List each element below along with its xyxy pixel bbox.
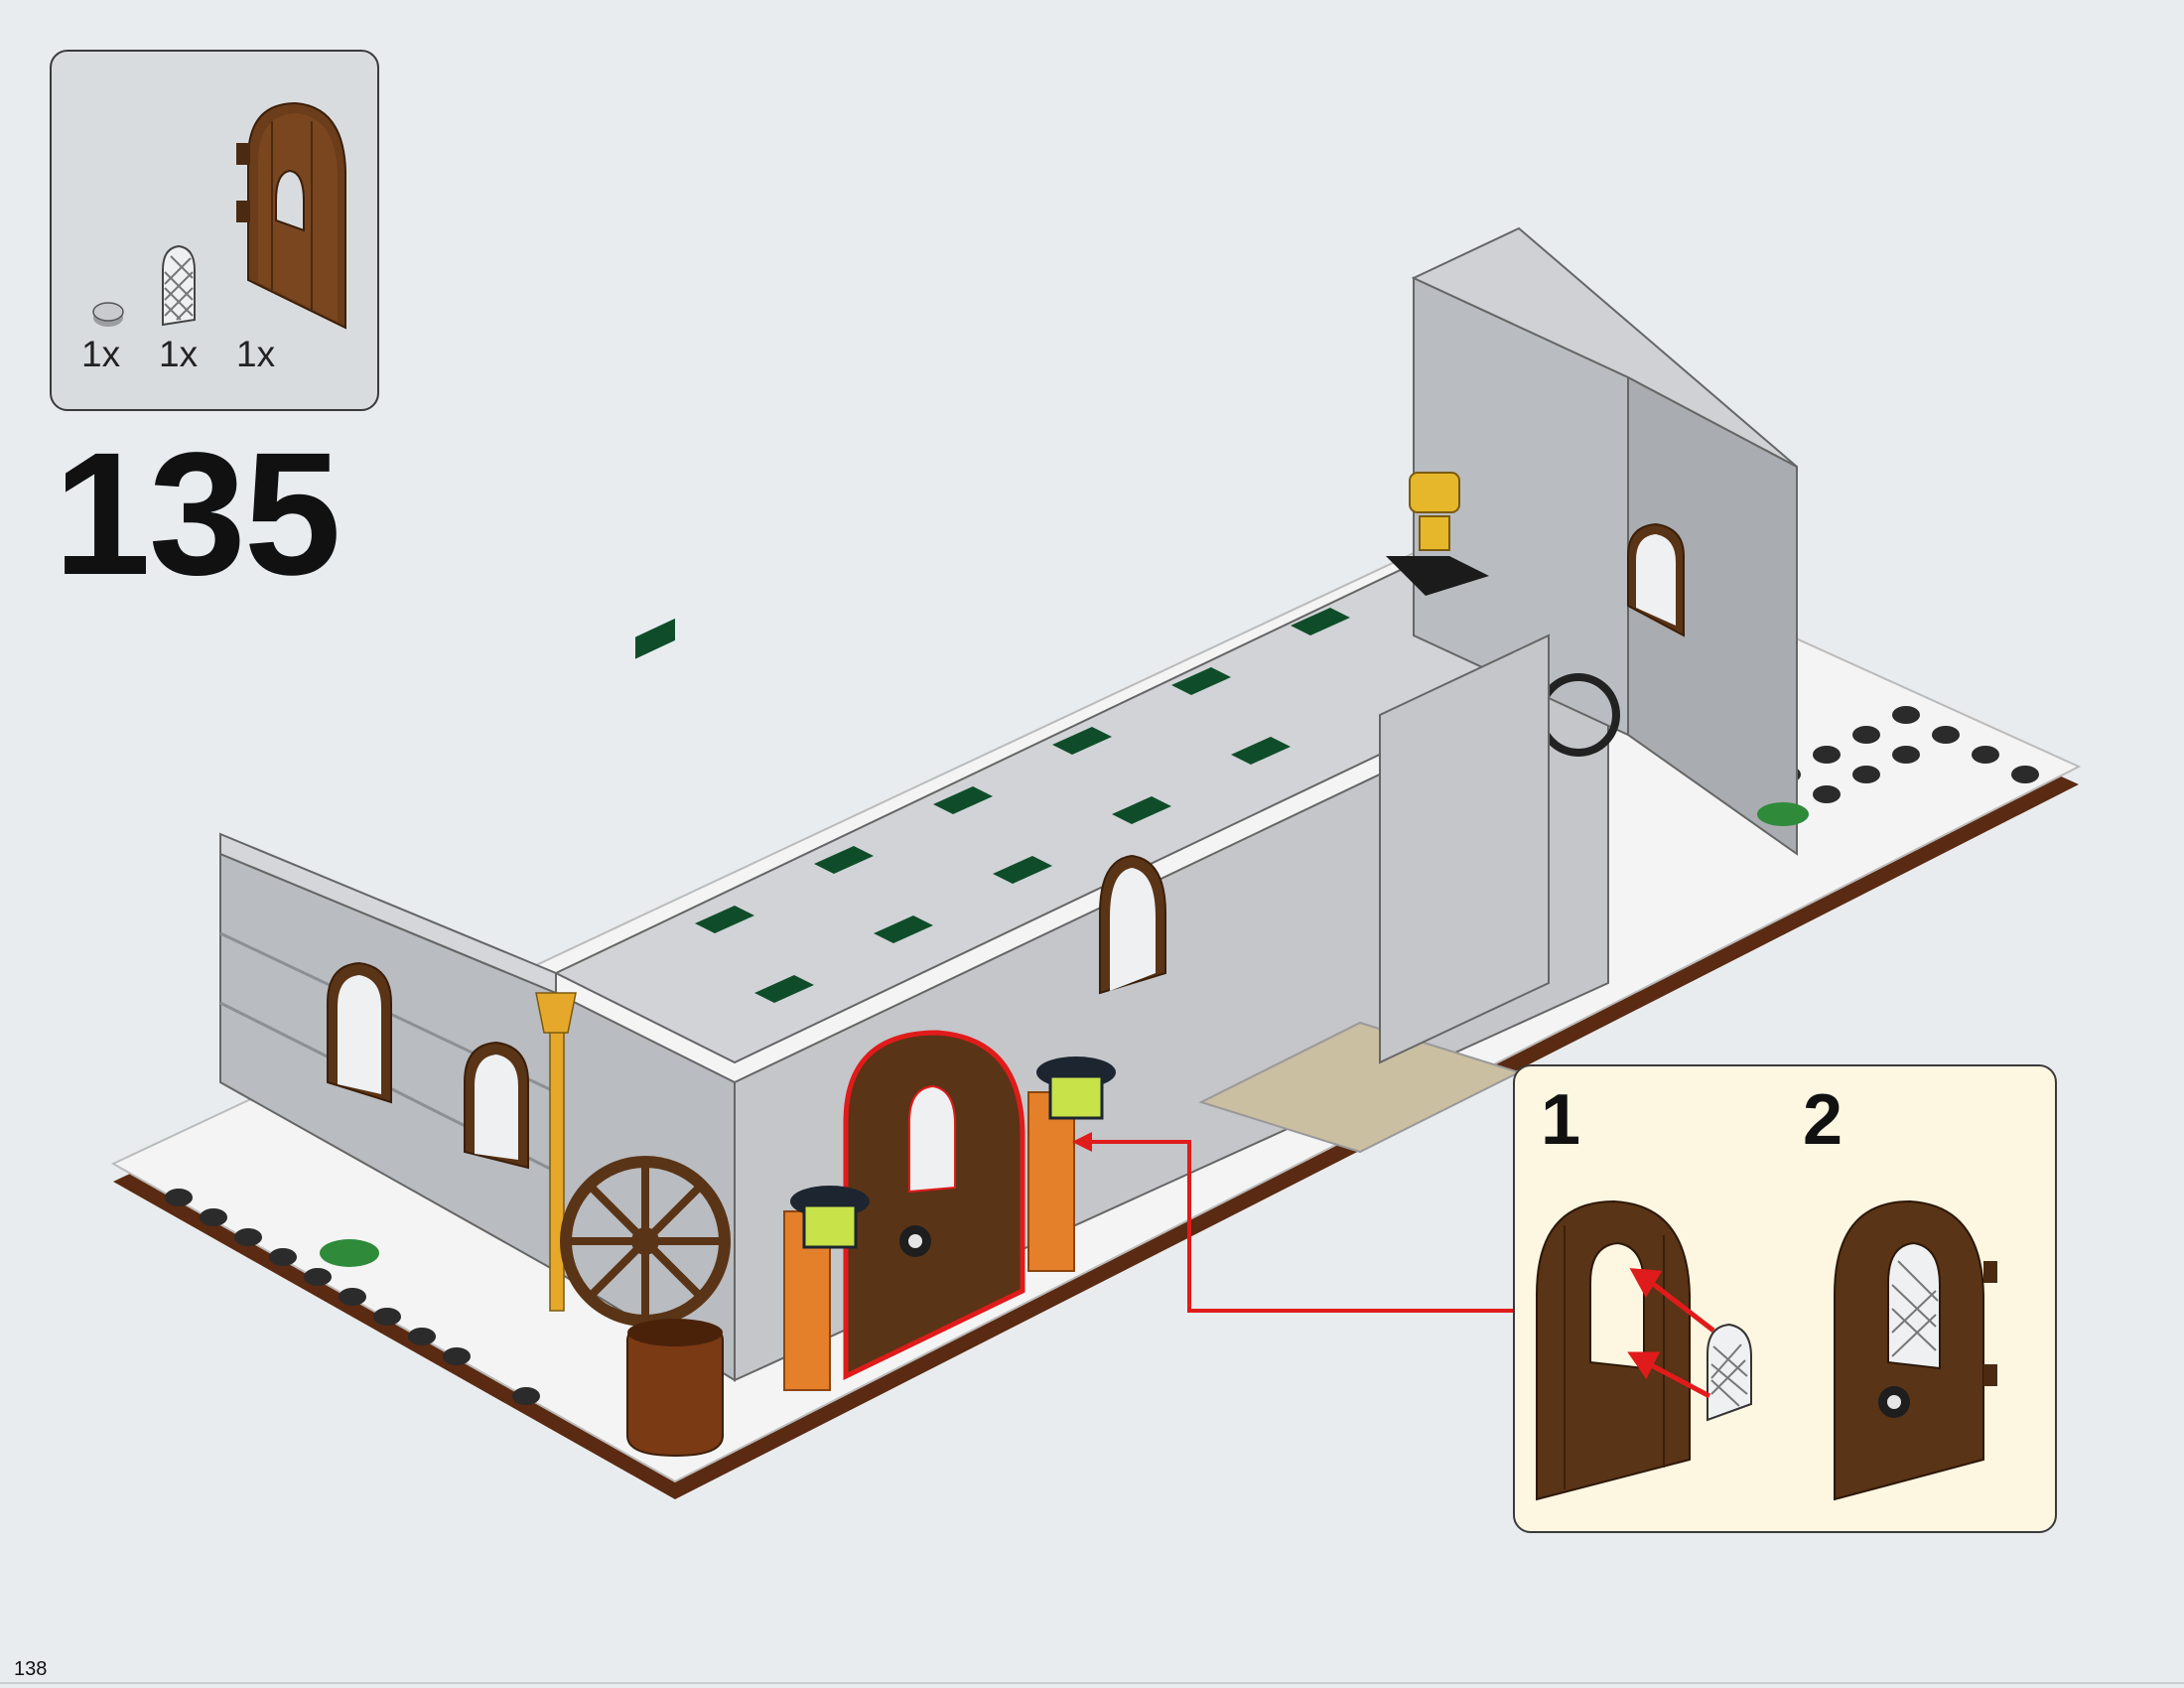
barrel bbox=[626, 1319, 724, 1458]
substep-2-door-icon bbox=[1834, 1199, 1997, 1501]
round-plate-icon bbox=[92, 302, 124, 327]
shutter-left bbox=[783, 1210, 831, 1391]
wagon-wheel bbox=[560, 1156, 731, 1327]
footer-divider bbox=[0, 1682, 2184, 1684]
left-wall bbox=[219, 832, 557, 1273]
substep-label-2: 2 bbox=[1803, 1080, 1843, 1160]
floor-tiles bbox=[1198, 1021, 1522, 1154]
lamp-post bbox=[535, 992, 577, 1312]
substep-callout: 1 2 bbox=[1513, 1064, 2057, 1533]
main-wall bbox=[553, 554, 1611, 1382]
wall-windows bbox=[327, 854, 1166, 1170]
part-qty-door: 1x bbox=[236, 334, 276, 374]
step-number: 135 bbox=[54, 417, 341, 612]
part-qty-window: 1x bbox=[159, 334, 199, 374]
tower bbox=[1386, 226, 1798, 856]
substep-1-door-icon bbox=[1536, 1199, 1691, 1501]
parts-illustration bbox=[92, 101, 346, 330]
page-number: 138 bbox=[14, 1658, 48, 1680]
callout-pointer bbox=[1082, 1140, 1513, 1313]
substep-1-arrows bbox=[1627, 1268, 1715, 1399]
arched-door-icon bbox=[236, 101, 346, 330]
substep-illustration bbox=[1536, 1199, 1997, 1501]
window-lattice-icon bbox=[162, 244, 196, 327]
part-qty-round-plate: 1x bbox=[81, 334, 121, 374]
shutter-right bbox=[1027, 1091, 1075, 1272]
substep-label-1: 1 bbox=[1541, 1080, 1581, 1160]
substep-1-window-icon bbox=[1706, 1323, 1752, 1422]
parts-callout: 1x 1x 1x bbox=[50, 50, 379, 411]
armor-figure bbox=[1386, 472, 1489, 596]
highlighted-door bbox=[843, 1030, 1025, 1380]
inner-wall bbox=[1379, 633, 1550, 1064]
lanterns bbox=[790, 1056, 1116, 1249]
